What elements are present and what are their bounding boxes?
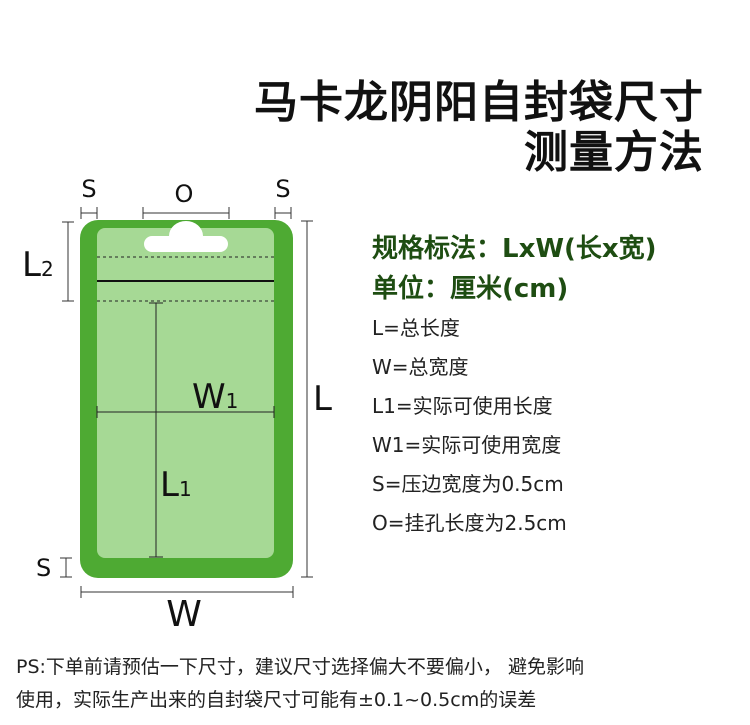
spec-item-w1: W1=实际可使用宽度 — [372, 433, 562, 457]
label-l2: L2 — [22, 245, 54, 285]
label-l1: L1 — [160, 465, 192, 505]
label-w: W — [166, 594, 202, 635]
spec-item-w: W=总宽度 — [372, 355, 469, 379]
label-l2-main: L — [22, 245, 41, 285]
spec-item-l: L=总长度 — [372, 316, 460, 340]
label-l1-sub: 1 — [179, 477, 192, 501]
hang-hole — [144, 221, 228, 252]
title-line-2: 测量方法 — [524, 127, 704, 178]
label-w1: W1 — [192, 377, 238, 417]
label-o: O — [175, 180, 194, 208]
label-s-left: S — [81, 175, 96, 203]
label-s-bottom: S — [36, 554, 51, 582]
label-w1-main: W — [192, 377, 226, 417]
footer-note-line-2: 使用，实际生产出来的自封袋尺寸可能有±0.1~0.5cm的误差 — [16, 689, 537, 711]
spec-item-l1: L1=实际可使用长度 — [372, 394, 553, 418]
footer-note-line-1: PS:下单前请预估一下尺寸，建议尺寸选择偏大不要偏小， 避免影响 — [16, 656, 584, 678]
spec-format: 规格标法：LxW(长x宽) — [372, 234, 657, 264]
bag-inner-area — [97, 228, 274, 558]
spec-item-o: O=挂孔长度为2.5cm — [372, 511, 567, 535]
label-l2-sub: 2 — [41, 257, 54, 281]
spec-item-s: S=压边宽度为0.5cm — [372, 472, 564, 496]
title-line-1: 马卡龙阴阳自封袋尺寸 — [254, 77, 704, 128]
label-s-right: S — [275, 175, 290, 203]
label-l: L — [313, 379, 332, 419]
label-w1-sub: 1 — [226, 389, 239, 413]
spec-unit: 单位：厘米(cm) — [372, 274, 569, 304]
label-l1-main: L — [160, 465, 179, 505]
